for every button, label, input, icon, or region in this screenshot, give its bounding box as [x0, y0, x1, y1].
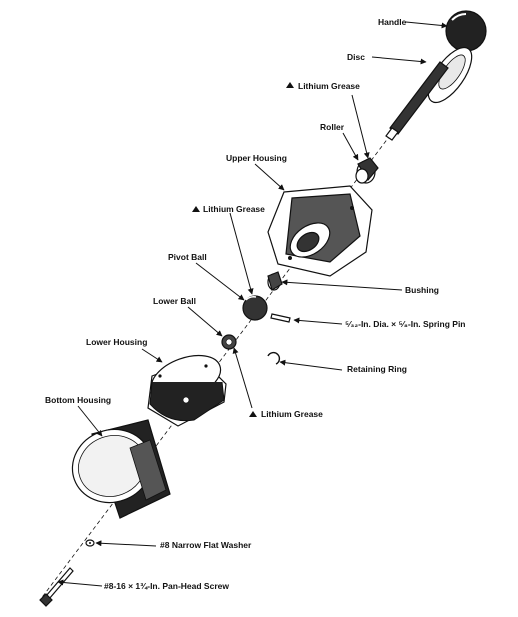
- label-screw: #8-16 × 1¾-In. Pan-Head Screw: [104, 581, 229, 591]
- label-handle: Handle: [378, 17, 407, 27]
- assembly-axis: [39, 39, 463, 601]
- label-grease-1: Lithium Grease: [298, 81, 360, 91]
- label-upper-housing: Upper Housing: [226, 153, 287, 163]
- handle-part: [445, 10, 487, 52]
- leader-disc: [371, 56, 427, 65]
- leader-grease-2: [229, 212, 254, 295]
- label-bottom-housing: Bottom Housing: [45, 395, 111, 405]
- leader-bushing: [281, 279, 403, 291]
- leader-upper-housing: [254, 163, 285, 191]
- grease-triangle-3: [249, 411, 257, 417]
- leader-grease-1: [351, 94, 370, 159]
- label-bushing: Bushing: [405, 285, 439, 295]
- leader-lower-housing: [141, 348, 163, 363]
- leader-grease-3: [232, 347, 253, 409]
- leader-washer: [95, 540, 157, 547]
- lower-housing-part: [147, 354, 227, 427]
- grease-triangle-1: [286, 82, 294, 88]
- leader-screw: [57, 579, 103, 587]
- retaining-ring-part: [267, 351, 281, 365]
- leader-retaining-ring: [279, 359, 343, 371]
- label-grease-3: Lithium Grease: [261, 409, 323, 419]
- washer-part: [85, 539, 95, 547]
- leader-roller: [342, 132, 359, 161]
- leader-spring-pin: [293, 317, 343, 325]
- label-lower-ball: Lower Ball: [153, 296, 196, 306]
- label-washer: #8 Narrow Flat Washer: [160, 540, 252, 550]
- upper-housing-part: [267, 185, 373, 277]
- label-grease-2: Lithium Grease: [203, 204, 265, 214]
- bushing-part: [267, 271, 283, 291]
- label-retaining-ring: Retaining Ring: [347, 364, 407, 374]
- disc-part: [427, 46, 473, 104]
- roller-part: [355, 157, 379, 184]
- leader-handle: [405, 21, 448, 29]
- leader-lower-ball: [187, 306, 223, 337]
- label-disc: Disc: [347, 52, 365, 62]
- spring-pin-part: [270, 313, 291, 323]
- grease-triangle-2: [192, 206, 200, 212]
- bottom-housing-part: [71, 419, 171, 519]
- leader-pivot-ball: [195, 262, 245, 301]
- lower-ball-part: [221, 334, 237, 350]
- shaft-part: [385, 61, 449, 141]
- label-roller: Roller: [320, 122, 345, 132]
- leader-bottom-housing: [77, 405, 103, 437]
- pivot-ball-part: [242, 295, 268, 321]
- screw-part: [39, 567, 74, 607]
- label-pivot-ball: Pivot Ball: [168, 252, 207, 262]
- label-spring-pin: ⁵⁄₃₂-In. Dia. × ⁵⁄₈-In. Spring Pin: [345, 319, 466, 329]
- label-lower-housing: Lower Housing: [86, 337, 147, 347]
